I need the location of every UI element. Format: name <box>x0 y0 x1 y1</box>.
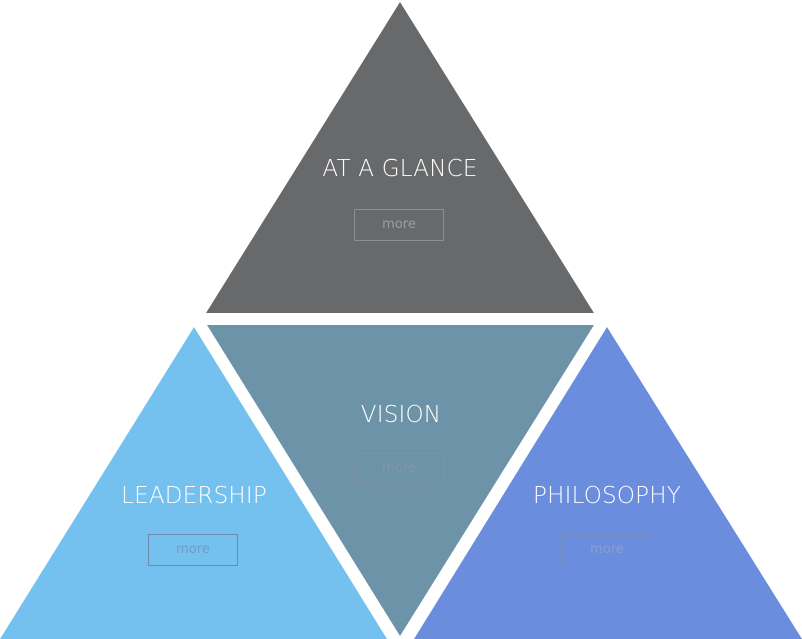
philosophy-title: PHILOSOPHY <box>533 483 681 509</box>
vision-triangle[interactable] <box>207 325 594 636</box>
vision-title: VISION <box>360 402 442 428</box>
leadership-triangle[interactable] <box>0 327 387 639</box>
philosophy-more-button[interactable]: more <box>562 534 652 566</box>
at-a-glance-title: AT A GLANCE <box>322 156 478 182</box>
vision-more-button[interactable]: more <box>354 453 444 485</box>
philosophy-triangle[interactable] <box>414 327 802 639</box>
at-a-glance-triangle[interactable] <box>206 2 594 313</box>
at-a-glance-more-button[interactable]: more <box>354 209 444 241</box>
leadership-more-button[interactable]: more <box>148 534 238 566</box>
leadership-title: LEADERSHIP <box>121 483 267 509</box>
